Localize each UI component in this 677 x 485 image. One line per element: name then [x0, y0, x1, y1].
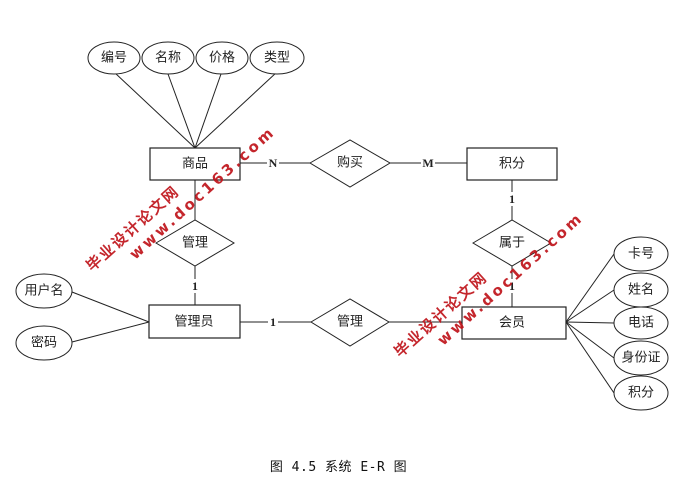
attribute-cardno-label: 卡号: [628, 247, 654, 262]
watermark-2: 毕业设计论文网 www.doc163.com: [391, 208, 587, 360]
attribute-memberpoints: [613, 375, 669, 411]
connector-member-idcard: [565, 321, 615, 359]
connector-member-cardno: [565, 253, 615, 323]
attribute-type: [249, 41, 305, 75]
attribute-idcard: [613, 340, 669, 376]
connector-username-admin: [71, 291, 150, 323]
product-attributes: 编号 名称 价格 类型: [87, 41, 305, 75]
connector-member-points: [565, 321, 615, 394]
cardinality-belongs-member: 1: [509, 279, 515, 293]
connector-price-product: [194, 73, 222, 149]
cardinality-purchase-points: M: [422, 156, 433, 170]
cardinality-admin-manage: 1: [270, 315, 276, 329]
figure-caption: 图 4.5 系统 E-R 图: [269, 460, 408, 475]
attribute-type-label: 类型: [264, 51, 290, 66]
product-attribute-connectors: [113, 71, 278, 149]
relationship-manage-product: [155, 219, 235, 267]
attribute-cardno: [613, 236, 669, 272]
attribute-membername-label: 姓名: [628, 282, 654, 298]
attribute-username-label: 用户名: [24, 283, 63, 299]
attribute-price: [195, 41, 249, 75]
cardinality-manage-admin: 1: [192, 279, 198, 293]
relationship-manage-member: [310, 298, 390, 347]
entity-product-label: 商品: [182, 157, 208, 172]
cardinality-product-purchase: N: [269, 156, 278, 170]
member-attributes: 卡号 姓名 电话 身份证 积分: [613, 236, 669, 411]
attribute-id: [87, 41, 141, 75]
relationship-manage-member-label: 管理: [337, 315, 363, 330]
attribute-username: [15, 273, 73, 309]
relationship-belongs-to-label: 属于: [499, 236, 525, 251]
connector-type-product: [194, 71, 278, 149]
entity-points: [466, 147, 558, 181]
attribute-password-label: 密码: [31, 335, 57, 351]
attribute-price-label: 价格: [209, 50, 235, 66]
connector-member-phone: [565, 321, 615, 324]
member-attribute-connectors: [565, 253, 615, 394]
entity-admin-label: 管理员: [174, 315, 213, 330]
entity-points-label: 积分: [499, 157, 525, 172]
attribute-phone-label: 电话: [628, 316, 654, 331]
attribute-name-label: 名称: [155, 50, 181, 66]
relationship-purchase: [309, 139, 391, 188]
connector-name-product: [167, 73, 196, 149]
attribute-phone: [613, 306, 669, 340]
attribute-idcard-label: 身份证: [621, 350, 660, 366]
connector-password-admin: [71, 321, 150, 343]
entity-admin: [148, 304, 241, 339]
entity-product: [149, 147, 241, 181]
relationship-purchase-label: 购买: [337, 155, 363, 171]
relationship-belongs-to: [472, 219, 552, 267]
entity-member-label: 会员: [499, 316, 525, 331]
cardinality-points-belongs: 1: [509, 192, 515, 206]
attribute-name: [141, 41, 195, 75]
connector-id-product: [113, 71, 196, 149]
attribute-id-label: 编号: [101, 51, 127, 66]
attribute-password: [15, 325, 73, 361]
entity-member: [461, 306, 567, 340]
relationship-manage-product-label: 管理: [182, 236, 208, 251]
connector-member-name: [565, 289, 615, 323]
attribute-memberpoints-label: 积分: [628, 386, 654, 401]
